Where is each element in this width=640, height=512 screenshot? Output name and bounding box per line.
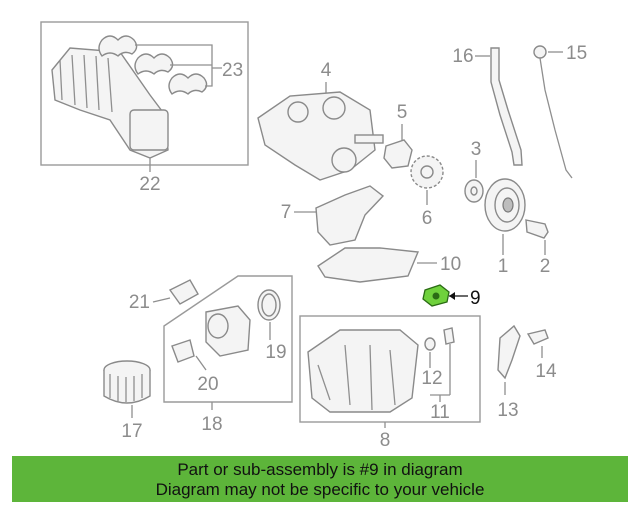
parts-diagram: 22 23 4 5 6 3 1 2 16 15 [40, 21, 587, 451]
callout-11: 11 [430, 402, 450, 423]
callout-3: 3 [471, 139, 482, 160]
callout-4: 4 [321, 60, 332, 81]
callout-19: 19 [265, 342, 286, 363]
oil-pump-assembly: 4 [257, 60, 384, 181]
info-banner: Part or sub-assembly is #9 in diagram Di… [12, 456, 628, 502]
callout-13: 13 [497, 400, 518, 421]
callout-5: 5 [397, 102, 408, 123]
banner-line-2: Diagram may not be specific to your vehi… [155, 480, 485, 499]
callout-15: 15 [566, 43, 587, 64]
banner-line-1: Part or sub-assembly is #9 in diagram [177, 460, 463, 479]
callout-21: 21 [129, 292, 150, 313]
oil-cooler-group: 21 19 20 18 [129, 275, 293, 435]
pulley-bolt [525, 219, 549, 239]
callout-1: 1 [498, 256, 509, 277]
intake-manifold-group: 22 23 [40, 21, 249, 195]
oil-baffle [315, 185, 385, 246]
callout-17: 17 [121, 421, 142, 442]
callout-18: 18 [201, 414, 222, 435]
tensioner-block [383, 139, 413, 169]
dipstick-handle [533, 45, 547, 59]
callout-7: 7 [281, 202, 292, 223]
callout-2: 2 [540, 256, 551, 277]
callout-14: 14 [535, 361, 557, 382]
callout-12: 12 [421, 368, 442, 389]
callout-8: 8 [380, 430, 391, 451]
bracket-bolt [526, 329, 549, 345]
oil-filter: 17 [103, 360, 151, 442]
callout-10: 10 [440, 254, 461, 275]
callout-20: 20 [197, 374, 218, 395]
highlighted-part-9[interactable]: 9 [422, 284, 481, 309]
windage-tray [317, 247, 420, 283]
callout-16: 16 [452, 46, 473, 67]
callout-22: 22 [139, 174, 160, 195]
dipstick-tube [490, 47, 523, 166]
oil-pan-group: 8 12 11 [299, 315, 481, 451]
bracket [497, 324, 521, 380]
callout-6: 6 [422, 208, 433, 229]
callout-9: 9 [470, 288, 481, 309]
callout-23: 23 [222, 60, 243, 81]
